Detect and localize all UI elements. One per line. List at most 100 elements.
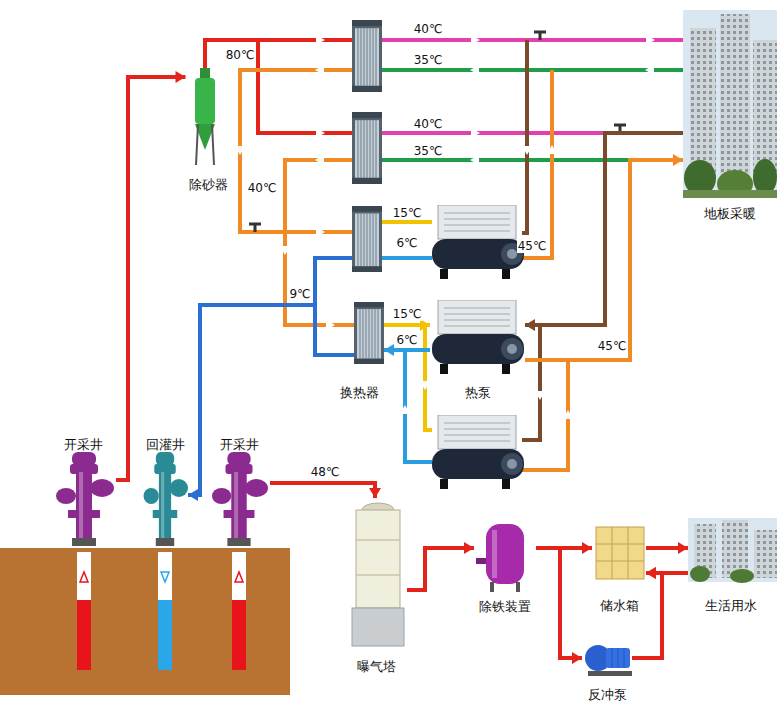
well-head: [212, 452, 268, 546]
aeration-tower-picture: [352, 608, 404, 646]
arrow-head: [384, 344, 394, 356]
ground: [232, 552, 246, 600]
arrow-head: [188, 489, 198, 501]
node-label: 生活用水: [705, 598, 757, 614]
desilter-picture: [196, 124, 214, 165]
pipe-line: [116, 77, 186, 480]
pipe-connector: [536, 548, 582, 664]
heat-pump-picture: [432, 205, 524, 279]
desilter-picture: [195, 68, 215, 165]
heat-exchanger-picture: [352, 20, 384, 364]
building-picture: [683, 190, 777, 198]
node-label: 回灌井: [146, 437, 185, 453]
building-picture: [690, 28, 716, 178]
pipe: [285, 160, 354, 325]
pipe-line: [407, 548, 474, 590]
building-picture: [753, 159, 777, 195]
heat-exchanger: 换热器: [334, 300, 384, 402]
flow-arrow: [316, 128, 325, 138]
iron-removal-picture: [490, 582, 494, 592]
arrow-head: [369, 488, 381, 498]
arrow-head: [673, 154, 683, 166]
heat-pump: 热泵: [430, 298, 525, 402]
node-label: 开采井: [220, 437, 259, 453]
arrow-head: [525, 319, 535, 331]
pipe-connector: [525, 133, 683, 331]
aeration-tower-picture: [356, 510, 400, 608]
ground: [235, 572, 243, 582]
flow-arrow: [646, 35, 655, 45]
ground: [161, 572, 169, 582]
temperature-label: 40℃: [413, 22, 444, 36]
ground: [0, 548, 290, 695]
pipe-line: [632, 573, 662, 658]
domestic-water-building: 生活用水: [688, 515, 774, 615]
node-label: 开采井: [64, 437, 103, 453]
temperature-label: 40℃: [247, 181, 278, 195]
heat-exchanger-picture: [352, 20, 382, 92]
temperature-label: 48℃: [310, 465, 341, 479]
pipe-connector: [407, 542, 474, 590]
iron-removal-picture: [476, 524, 524, 592]
ground: [232, 600, 246, 670]
ground: [158, 552, 172, 600]
pipe: [522, 70, 552, 258]
pump-picture: [606, 648, 630, 668]
building-picture: [754, 530, 777, 578]
arrow-head: [678, 542, 688, 554]
temperature-label: 80℃: [225, 48, 256, 62]
pipe-connector: [116, 71, 186, 480]
production-well: 开采井: [208, 436, 270, 546]
pipe: [334, 353, 354, 357]
pipe: [240, 70, 352, 232]
flow-arrow: [420, 381, 430, 390]
aeration-tower: 曝气塔: [345, 498, 407, 676]
pump-picture: [588, 671, 632, 676]
node-label: 除砂器: [189, 177, 228, 193]
building-picture: [690, 566, 710, 582]
flow-arrow: [645, 65, 654, 75]
flow-arrow: [547, 145, 557, 154]
iron-removal-picture: [486, 524, 524, 584]
pipe: [425, 325, 432, 430]
arrow-head: [176, 71, 186, 83]
production-well: 开采井: [50, 436, 116, 546]
pipe: [315, 258, 354, 305]
flow-arrow: [316, 35, 325, 45]
temperature-label: 40℃: [413, 117, 444, 131]
desilter-picture: [195, 78, 215, 124]
flow-arrow: [315, 65, 324, 75]
node-label: 地板采暖: [704, 206, 756, 222]
pipe: [522, 40, 527, 233]
temperature-label: 9℃: [288, 287, 311, 301]
flow-arrow: [563, 410, 573, 419]
iron-removal-picture: [476, 558, 486, 564]
aeration-tower-picture: [356, 540, 400, 575]
pipe: [522, 360, 568, 470]
flow-arrow: [522, 146, 532, 155]
well-head: [56, 452, 114, 546]
pipe: [522, 325, 540, 440]
node-label: 反冲泵: [588, 687, 627, 703]
flow-arrow: [400, 405, 410, 414]
pipe: [382, 68, 683, 72]
temperature-label: 6℃: [395, 236, 418, 250]
pump-picture: [585, 645, 632, 676]
node-label: 换热器: [340, 385, 379, 401]
arrow-head: [646, 567, 656, 579]
heat-pump-picture: [432, 300, 524, 374]
building-picture: [730, 569, 754, 583]
pipe: [405, 350, 432, 462]
valve: [249, 224, 261, 232]
node-label: 曝气塔: [357, 659, 396, 675]
building-picture: [720, 14, 750, 180]
pipe-line: [536, 548, 582, 658]
pipe: [205, 40, 683, 470]
arrow-head: [572, 652, 582, 664]
pipe: [258, 40, 352, 133]
water-tank-picture: [596, 527, 644, 579]
flow-arrow: [470, 155, 479, 165]
heat-exchanger-picture: [352, 206, 382, 272]
